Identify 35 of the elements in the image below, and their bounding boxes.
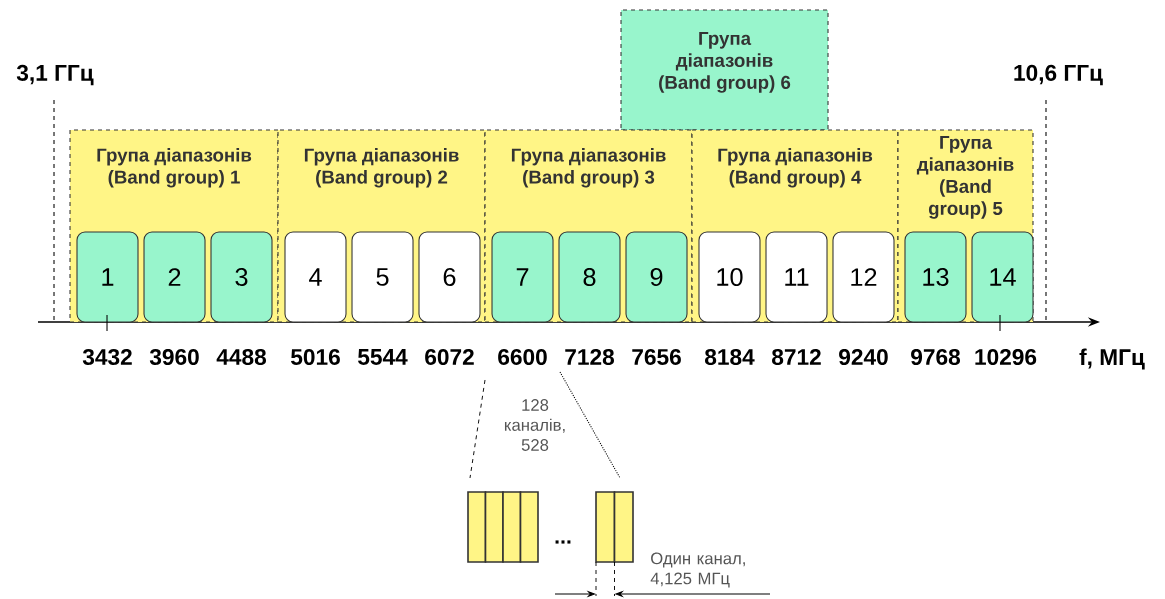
axis-label: f, МГц [1079,348,1145,370]
tick-label: 5544 [358,349,408,365]
band-box: 11 [765,231,828,323]
band-box: 6 [418,231,481,323]
tick-label: 5016 [291,348,340,366]
band-box: 10 [698,231,761,323]
band-group-box: Група діапазонів (Band group) 6 [620,9,829,131]
band-box: 12 [832,231,895,323]
band-box: 14 [971,231,1034,323]
tick-label: 3432 [82,348,132,366]
tick-label: 10296 [975,348,1037,366]
tick-label: 4488 [216,348,266,366]
band-box: 8 [558,231,621,323]
band-box: 2 [143,231,206,323]
band-box: 4 [284,231,347,323]
frequency-label: 10,6 ГГц [1014,64,1103,86]
tick-label: 3960 [149,348,199,366]
band-box: 5 [351,231,414,323]
tick-label: 9768 [911,348,960,366]
band-box: 9 [625,231,688,323]
ellipsis: ... [555,540,571,544]
tick-label: 8184 [705,348,755,366]
frequency-label: 3,1 ГГц [16,64,94,86]
annotation-text: Один канал, 4,125 МГц [650,552,745,588]
tick-label: 6072 [425,348,474,366]
tick-label: 6600 [498,348,547,366]
band-box: 3 [210,231,273,323]
tick-label: 7128 [565,348,614,366]
tick-label: 8712 [772,348,821,366]
annotation-text: 128 каналів, 528 [505,399,565,451]
band-box: 1 [76,231,139,323]
band-box: 13 [904,231,967,323]
tick-label: 9240 [839,348,888,366]
tick-label: 7656 [632,348,681,366]
band-box: 7 [491,231,554,323]
